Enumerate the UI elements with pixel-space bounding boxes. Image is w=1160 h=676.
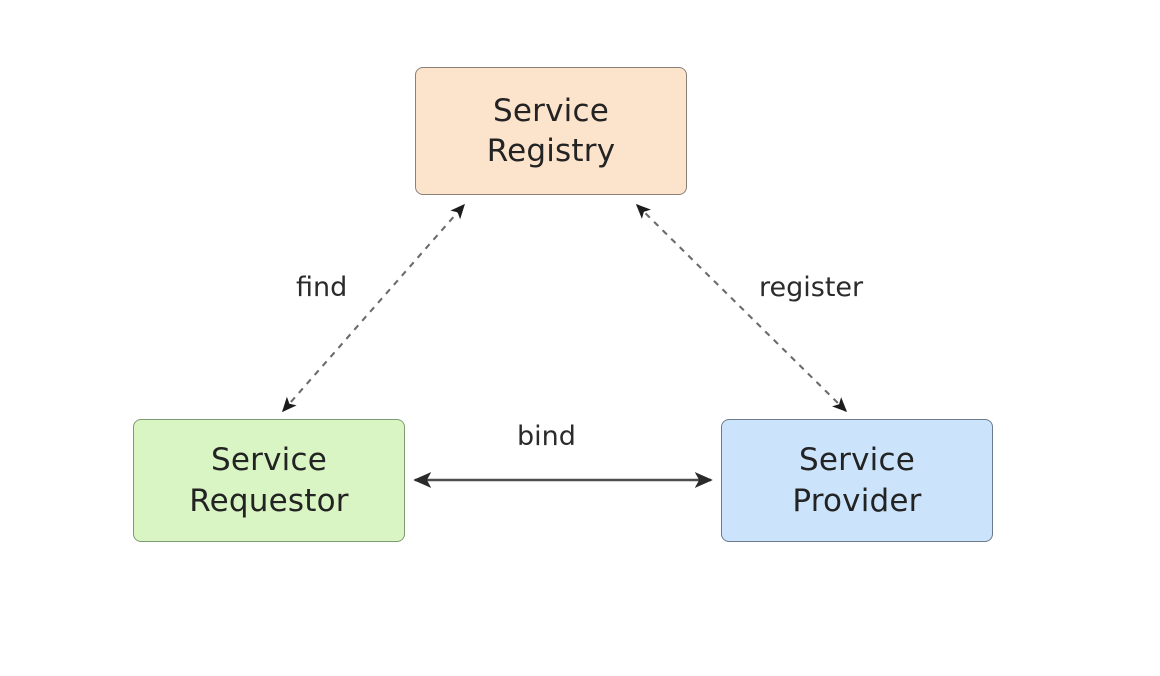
edge-label-register: register [755, 272, 868, 303]
edge-find-line [282, 203, 465, 413]
node-service-requestor-label-line2: Requestor [189, 482, 349, 519]
node-service-registry[interactable]: Service Registry [415, 67, 687, 195]
node-service-registry-label-line2: Registry [486, 133, 616, 169]
node-service-provider-label-line2: Provider [792, 482, 922, 519]
edge-register-line [635, 203, 848, 413]
node-service-requestor[interactable]: Service Requestor [133, 419, 405, 542]
node-service-registry-label-line1: Service [493, 92, 609, 129]
edge-label-find: find [292, 272, 352, 303]
node-service-provider-label-line1: Service [799, 442, 915, 479]
node-service-provider[interactable]: Service Provider [721, 419, 993, 542]
node-service-requestor-label-line1: Service [211, 442, 327, 479]
edge-label-bind: bind [513, 421, 580, 452]
